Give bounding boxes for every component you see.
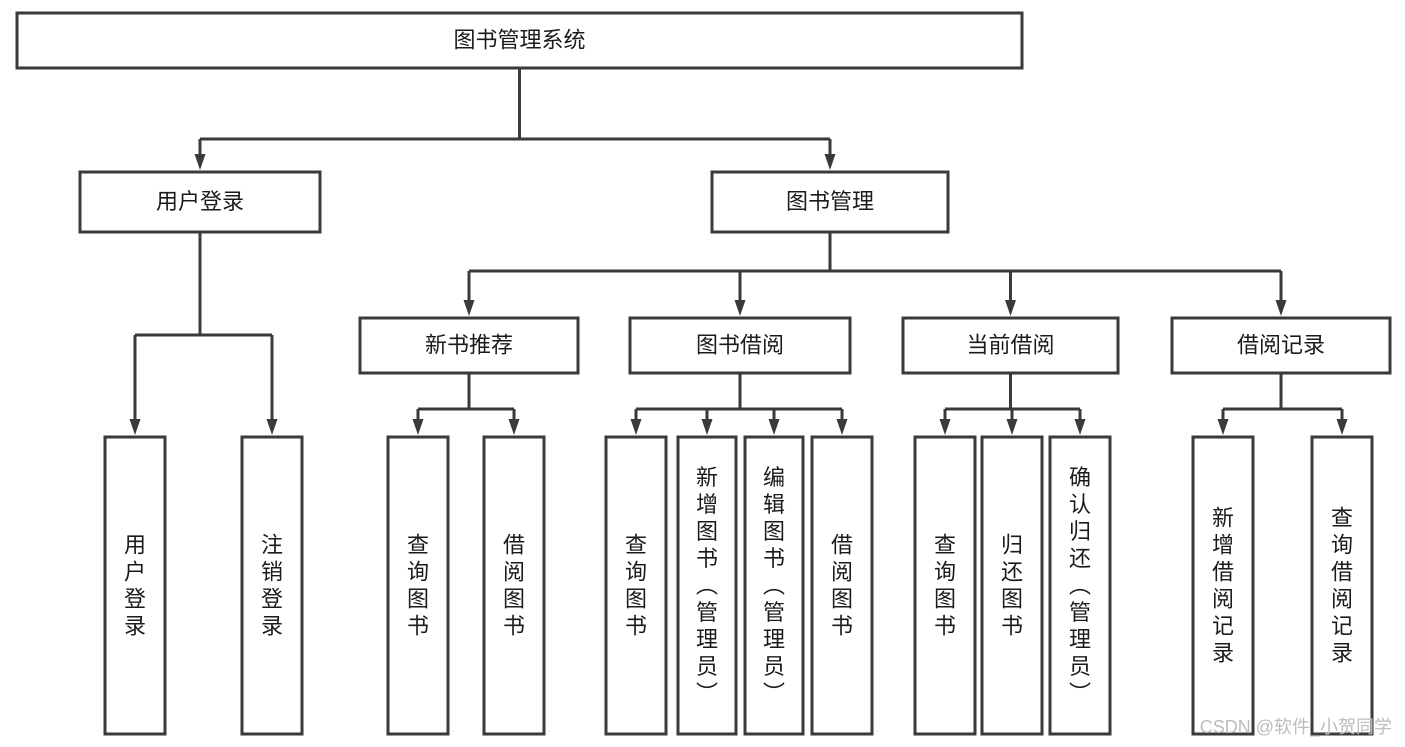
arrow-head-icon [1074, 419, 1086, 435]
node-label-leaf-query-book-rec: 查询图书 [407, 533, 429, 639]
node-label-leaf-borrow-book-rec: 借阅图书 [503, 533, 525, 639]
node-layer: 图书管理系统用户登录图书管理新书推荐图书借阅当前借阅借阅记录用户登录注销登录查询… [15, 11, 1392, 736]
csdn-watermark: CSDN @软件_小贺同学 [1200, 717, 1392, 738]
node-leaf-query-book-rec[interactable]: 查询图书 [386, 435, 450, 736]
node-label-book-manage: 图书管理 [786, 189, 874, 214]
node-box-book-manage[interactable] [710, 170, 950, 234]
node-new-book-rec[interactable]: 新书推荐 [358, 316, 580, 375]
arrow-head-icon [508, 419, 520, 435]
node-box-leaf-return-book[interactable] [980, 435, 1044, 736]
node-leaf-user-login[interactable]: 用户登录 [103, 435, 167, 736]
node-leaf-query-book-cur[interactable]: 查询图书 [913, 435, 977, 736]
node-box-leaf-query-book-rec[interactable] [386, 435, 450, 736]
arrow-head-icon [1336, 419, 1348, 435]
node-label-leaf-return-book: 归还图书 [1001, 533, 1023, 639]
node-label-leaf-confirm-return: 确认归还︵管理员︶ [1069, 465, 1091, 706]
arrow-head-icon [129, 419, 141, 435]
node-label-leaf-query-book-borrow: 查询图书 [625, 533, 647, 639]
arrow-head-icon [463, 300, 475, 316]
arrow-head-icon [194, 154, 206, 170]
node-leaf-confirm-return[interactable]: 确认归还︵管理员︶ [1048, 435, 1112, 736]
node-box-leaf-query-book-borrow[interactable] [604, 435, 668, 736]
node-label-leaf-query-book-cur: 查询图书 [934, 533, 956, 639]
node-label-leaf-query-record: 查询借阅记录 [1331, 506, 1353, 666]
connector-layer [129, 68, 1348, 435]
node-label-leaf-logout: 注销登录 [261, 533, 283, 639]
node-label-current-borrow: 当前借阅 [966, 332, 1054, 357]
node-label-leaf-add-record: 新增借阅记录 [1212, 506, 1234, 666]
node-root[interactable]: 图书管理系统 [15, 11, 1024, 70]
node-label-root: 图书管理系统 [453, 27, 585, 52]
node-box-leaf-borrow-book[interactable] [810, 435, 874, 736]
node-leaf-add-record[interactable]: 新增借阅记录 [1191, 435, 1255, 736]
arrow-head-icon [1275, 300, 1287, 316]
arrow-head-icon [768, 419, 780, 435]
node-book-borrow[interactable]: 图书借阅 [628, 316, 852, 375]
node-leaf-return-book[interactable]: 归还图书 [980, 435, 1044, 736]
node-leaf-borrow-book[interactable]: 借阅图书 [810, 435, 874, 736]
node-label-user-login: 用户登录 [156, 189, 244, 214]
node-box-leaf-query-book-cur[interactable] [913, 435, 977, 736]
node-box-leaf-query-record[interactable] [1310, 435, 1374, 736]
node-box-leaf-edit-book[interactable] [743, 435, 805, 736]
node-label-book-borrow: 图书借阅 [696, 332, 784, 357]
node-label-leaf-add-book: 新增图书︵管理员︶ [696, 465, 718, 706]
node-box-leaf-add-book[interactable] [676, 435, 738, 736]
node-leaf-query-book-borrow[interactable]: 查询图书 [604, 435, 668, 736]
node-label-leaf-edit-book: 编辑图书︵管理员︶ [763, 465, 785, 706]
node-leaf-add-book[interactable]: 新增图书︵管理员︶ [676, 435, 738, 736]
node-label-leaf-user-login: 用户登录 [124, 533, 146, 639]
node-book-manage[interactable]: 图书管理 [710, 170, 950, 234]
arrow-head-icon [412, 419, 424, 435]
node-box-leaf-logout[interactable] [240, 435, 304, 736]
node-user-login[interactable]: 用户登录 [78, 170, 322, 234]
node-box-leaf-confirm-return[interactable] [1048, 435, 1112, 736]
node-leaf-borrow-book-rec[interactable]: 借阅图书 [482, 435, 546, 736]
node-box-borrow-record[interactable] [1170, 316, 1392, 375]
arrow-head-icon [701, 419, 713, 435]
arrow-head-icon [824, 154, 836, 170]
arrow-head-icon [1006, 419, 1018, 435]
arrow-head-icon [1217, 419, 1229, 435]
node-current-borrow[interactable]: 当前借阅 [901, 316, 1120, 375]
node-leaf-query-record[interactable]: 查询借阅记录 [1310, 435, 1374, 736]
node-box-current-borrow[interactable] [901, 316, 1120, 375]
arrow-head-icon [734, 300, 746, 316]
node-box-new-book-rec[interactable] [358, 316, 580, 375]
arrow-head-icon [1005, 300, 1016, 316]
arrow-head-icon [630, 419, 642, 435]
node-leaf-logout[interactable]: 注销登录 [240, 435, 304, 736]
node-leaf-edit-book[interactable]: 编辑图书︵管理员︶ [743, 435, 805, 736]
node-label-leaf-borrow-book: 借阅图书 [831, 533, 853, 639]
arrow-head-icon [836, 419, 848, 435]
node-box-user-login[interactable] [78, 170, 322, 234]
node-box-leaf-borrow-book-rec[interactable] [482, 435, 546, 736]
node-box-book-borrow[interactable] [628, 316, 852, 375]
node-label-borrow-record: 借阅记录 [1237, 332, 1325, 357]
arrow-head-icon [266, 419, 278, 435]
arrow-head-icon [939, 419, 951, 435]
node-box-leaf-add-record[interactable] [1191, 435, 1255, 736]
node-box-root[interactable] [15, 11, 1024, 70]
node-borrow-record[interactable]: 借阅记录 [1170, 316, 1392, 375]
node-box-leaf-user-login[interactable] [103, 435, 167, 736]
node-label-new-book-rec: 新书推荐 [425, 332, 513, 357]
